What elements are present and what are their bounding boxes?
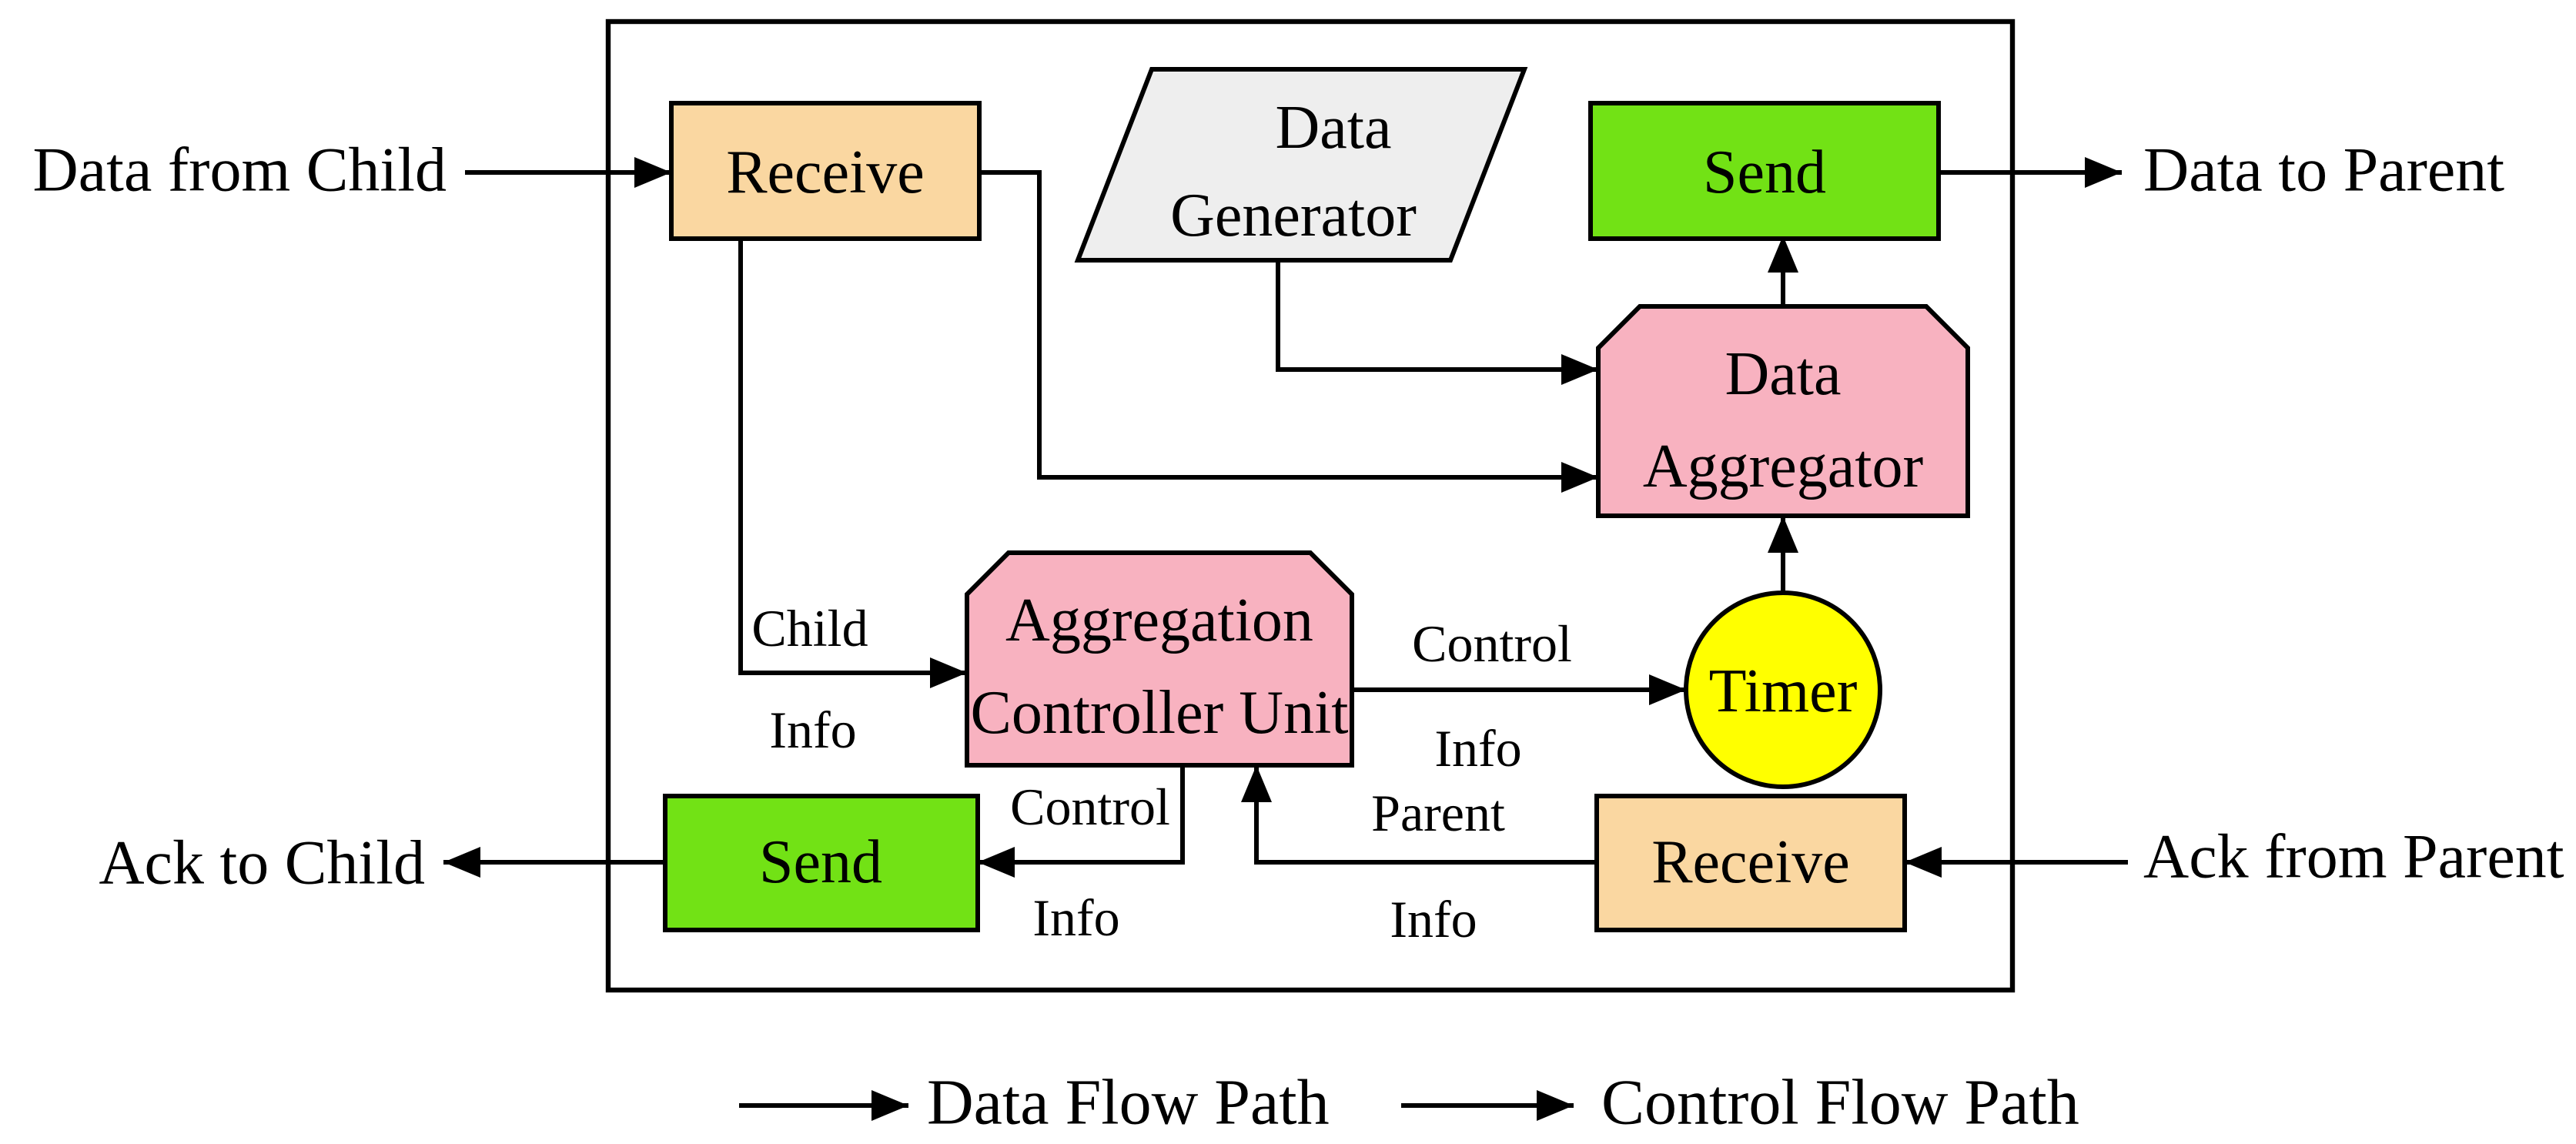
ack-from-parent-label: Ack from Parent [2143, 821, 2564, 891]
data-aggregator-label-line2: Aggregator [1643, 433, 1923, 500]
edge-receive-top-to-aggregator [979, 170, 1598, 493]
send-top-box [1588, 101, 1941, 241]
receive-bottom-box [1594, 794, 1907, 932]
data-generator-parallelogram [1074, 67, 1528, 263]
data-aggregator-shape [1596, 304, 1970, 518]
legend-data-flow-label: Data Flow Path [927, 1067, 1330, 1139]
control-info-timer-label-top: Control [1412, 614, 1572, 673]
ack-to-child-label: Ack to Child [99, 828, 425, 898]
receive-top-box [669, 101, 982, 241]
legend-control-flow-label: Control Flow Path [1601, 1067, 2079, 1139]
control-info-send-label-bottom: Info [1032, 888, 1119, 947]
aggregation-controller-unit-shape [965, 550, 1354, 768]
parent-info-label-bottom: Info [1390, 890, 1477, 948]
child-info-label-top: Child [751, 599, 868, 657]
send-bottom-label: Send [759, 828, 882, 896]
send-top-label: Send [1703, 139, 1826, 206]
timer-circle [1684, 590, 1882, 789]
receive-top-label: Receive [726, 139, 925, 206]
receive-bottom-label: Receive [1651, 828, 1850, 896]
parent-info-label-top: Parent [1371, 784, 1505, 842]
data-aggregator-label-line1: Data [1725, 340, 1841, 408]
data-to-parent-label: Data to Parent [2143, 135, 2504, 205]
acu-label-line1: Aggregation [1005, 587, 1313, 654]
timer-label: Timer [1709, 657, 1858, 725]
edge-receive-bottom-to-acu [1241, 765, 1597, 865]
data-from-child-label: Data from Child [33, 135, 447, 205]
control-info-send-label-top: Control [1010, 778, 1170, 836]
acu-label-line2: Controller Unit [970, 679, 1348, 747]
data-generator-label-line2: Generator [1170, 182, 1417, 249]
send-bottom-box [663, 794, 980, 932]
system-boundary-box [605, 18, 2016, 993]
data-generator-label-line1: Data [1275, 94, 1391, 162]
child-info-label-bottom: Info [769, 701, 856, 759]
edge-child-info-to-acu [738, 236, 967, 688]
edge-acu-to-send-bottom [978, 765, 1185, 878]
edge-generator-to-aggregator [1276, 260, 1598, 385]
control-info-timer-label-bottom: Info [1434, 719, 1521, 778]
